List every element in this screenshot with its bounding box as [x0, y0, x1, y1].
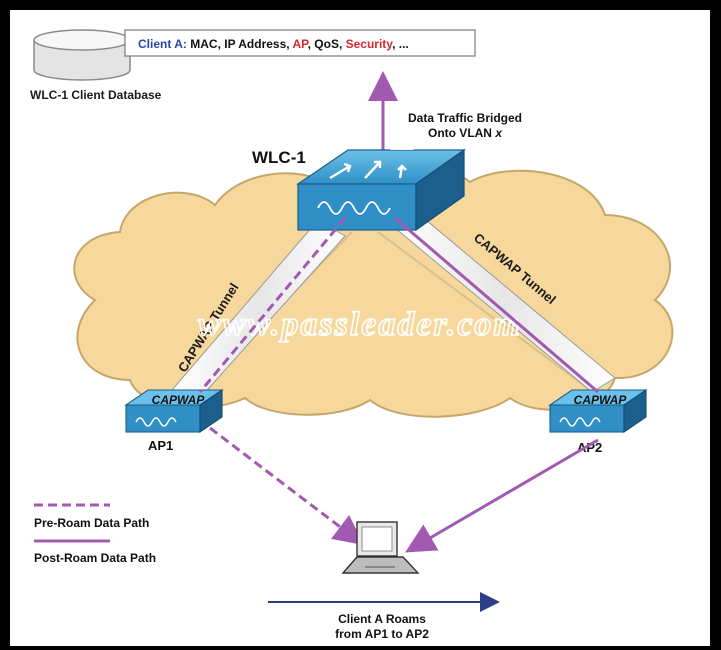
access-point-1: CAPWAP AP1: [124, 388, 224, 453]
laptop-icon: [341, 521, 420, 574]
database-record: Client A: MAC, IP Address, AP, QoS, Secu…: [138, 37, 409, 51]
wlc-name: WLC-1: [252, 148, 306, 167]
client-database: Client A: MAC, IP Address, AP, QoS, Secu…: [30, 29, 476, 102]
ap2-name: AP2: [577, 440, 602, 455]
database-record-box: [124, 29, 476, 57]
record-part-3: Security: [346, 37, 394, 51]
record-part-4: , ...: [392, 37, 409, 51]
roam-caption-line1: Client A Roams: [338, 612, 426, 626]
legend-pre-roam: Pre-Roam Data Path: [34, 516, 149, 530]
post-roam-path: [394, 216, 599, 553]
legend-post-roam: Post-Roam Data Path: [34, 551, 156, 565]
record-part-2: , QoS,: [308, 37, 346, 51]
database-caption: WLC-1 Client Database: [30, 88, 162, 102]
ap1-wave-icon: [135, 417, 177, 427]
record-prefix: Client A:: [138, 37, 187, 51]
ap1-badge: CAPWAP: [152, 393, 206, 407]
legend: Pre-Roam Data Path Post-Roam Data Path: [34, 503, 156, 565]
access-point-2: CAPWAP AP2: [548, 388, 648, 455]
bridge-note-line1: Data Traffic Bridged: [408, 111, 522, 125]
watermark: www.passleader.com: [198, 306, 522, 343]
record-part-0: MAC, IP Address,: [190, 37, 292, 51]
wlc-arrows-icon: [329, 160, 407, 180]
roam-indicator: Client A Roams from AP1 to AP2: [268, 592, 500, 641]
bridge-note-line2: Onto VLAN x: [428, 126, 503, 140]
wlc-wave-icon: [317, 201, 391, 215]
roam-caption-line2: from AP1 to AP2: [335, 627, 429, 641]
pre-roam-path: [198, 217, 364, 546]
ap2-badge: CAPWAP: [574, 393, 628, 407]
ap1-name: AP1: [148, 438, 173, 453]
ap2-wave-icon: [559, 417, 601, 427]
wlc-controller: WLC-1: [252, 138, 466, 232]
record-part-1: AP: [292, 37, 309, 51]
